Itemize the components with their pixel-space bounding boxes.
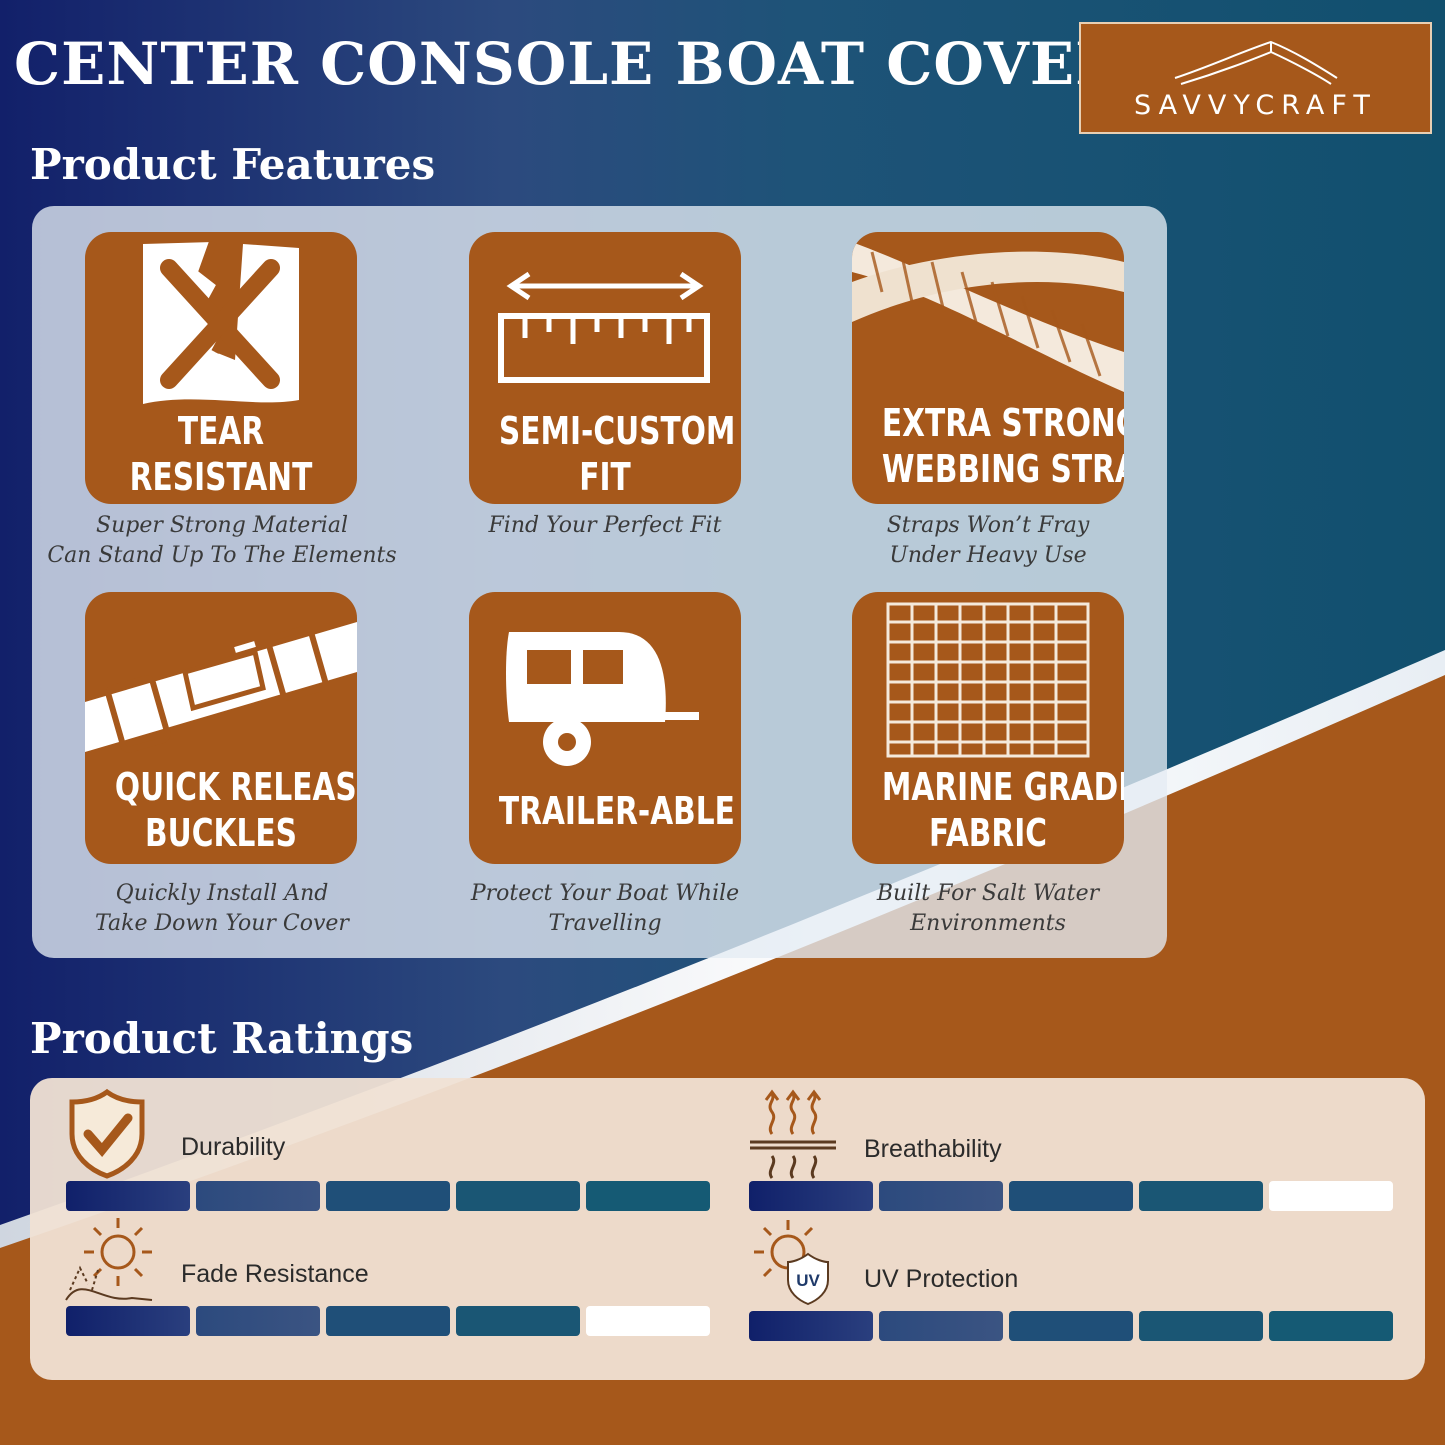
rating-segment-empty bbox=[586, 1306, 710, 1336]
rating-bar-uv-protection bbox=[749, 1311, 1393, 1341]
rating-bar-breathability bbox=[749, 1181, 1393, 1211]
trailer-icon bbox=[506, 632, 699, 766]
rating-segment-filled bbox=[456, 1306, 580, 1336]
sun-fade-icon bbox=[65, 1218, 153, 1301]
svg-text:UV: UV bbox=[796, 1271, 820, 1290]
rating-segment-filled bbox=[1139, 1311, 1263, 1341]
rating-segment-filled bbox=[196, 1181, 320, 1211]
rating-segment-filled bbox=[879, 1311, 1003, 1341]
ratings-panel: Durability Breathability Fade Resistance bbox=[30, 1078, 1425, 1380]
shield-check-icon bbox=[69, 1088, 145, 1179]
features-heading: Product Features bbox=[30, 140, 436, 189]
torn-fabric-icon bbox=[143, 240, 299, 404]
buckle-icon bbox=[85, 622, 357, 753]
rating-label-fade-resistance: Fade Resistance bbox=[181, 1260, 369, 1288]
rating-segment-filled bbox=[456, 1181, 580, 1211]
feature-title: TRAILER-ABLE bbox=[498, 789, 735, 833]
rating-label-uv-protection: UV Protection bbox=[864, 1265, 1019, 1293]
braided-strap-icon bbox=[852, 242, 1124, 392]
rating-segment-empty bbox=[1269, 1181, 1393, 1211]
rating-label-breathability: Breathability bbox=[864, 1135, 1002, 1163]
rating-segment-filled bbox=[1009, 1181, 1133, 1211]
rating-segment-filled bbox=[1269, 1311, 1393, 1341]
woven-fabric-icon bbox=[886, 602, 1090, 758]
page-title: CENTER CONSOLE BOAT COVER bbox=[14, 30, 1125, 98]
canopy-logo-icon bbox=[1174, 40, 1338, 85]
rating-segment-filled bbox=[196, 1306, 320, 1336]
rating-bar-fade-resistance bbox=[66, 1306, 710, 1336]
rating-segment-filled bbox=[749, 1181, 873, 1211]
feature-tile-trailer-able: TRAILER-ABLE bbox=[469, 592, 741, 864]
rating-segment-filled bbox=[66, 1181, 190, 1211]
rating-segment-filled bbox=[1139, 1181, 1263, 1211]
rating-segment-filled bbox=[66, 1306, 190, 1336]
rating-segment-filled bbox=[326, 1181, 450, 1211]
feature-description: Find Your Perfect Fit bbox=[488, 513, 722, 538]
heat-waves-icon bbox=[750, 1089, 836, 1179]
rating-label-durability: Durability bbox=[181, 1133, 286, 1161]
rating-segment-filled bbox=[749, 1311, 873, 1341]
brand-name: SAVVYCRAFT bbox=[1134, 90, 1377, 121]
rating-segment-filled bbox=[1009, 1311, 1133, 1341]
rating-segment-filled bbox=[326, 1306, 450, 1336]
rating-segment-filled bbox=[879, 1181, 1003, 1211]
ratings-heading: Product Ratings bbox=[30, 1014, 414, 1063]
brand-logo: SAVVYCRAFT bbox=[1079, 22, 1432, 134]
rating-bar-durability bbox=[66, 1181, 710, 1211]
rating-segment-filled bbox=[586, 1181, 710, 1211]
uv-shield-icon: UV bbox=[754, 1220, 829, 1306]
ruler-icon bbox=[498, 271, 710, 383]
